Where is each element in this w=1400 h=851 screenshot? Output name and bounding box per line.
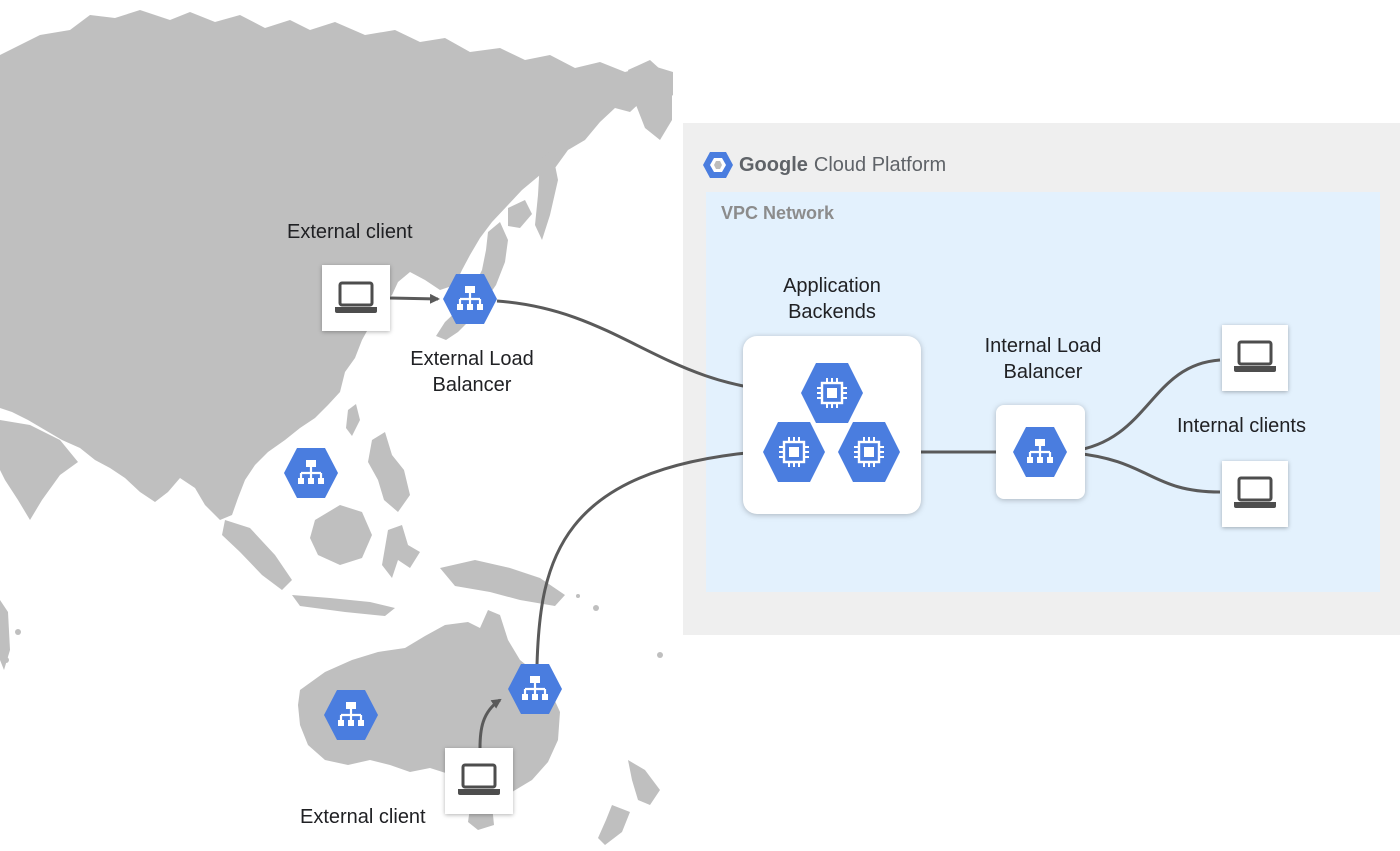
- internal-clients-label: Internal clients: [1177, 415, 1306, 437]
- load-balancer-icon[interactable]: [283, 446, 339, 500]
- internal-lb-label: Internal Load Balancer: [970, 333, 1116, 385]
- map-sakhalin: [535, 150, 558, 240]
- arrow-au-lb-to-backends: [535, 447, 758, 666]
- external-lb-label-line1: External Load: [410, 348, 534, 370]
- gcp-brand-word: Google: [739, 153, 808, 176]
- map-philippines: [368, 432, 410, 512]
- arrow-au-client-to-lb: [478, 698, 502, 749]
- backends-card: [743, 336, 921, 514]
- internal-lb-label-line1: Internal Load: [984, 335, 1102, 357]
- external-lb-label: External Load Balancer: [400, 346, 544, 398]
- app-backends-label-line2: Backends: [788, 301, 876, 323]
- external-client-bottom-label: External client: [300, 806, 426, 828]
- google-cloud-logo: [703, 152, 733, 178]
- map-hokkaido: [508, 200, 532, 228]
- app-backends-label: Application Backends: [762, 273, 902, 325]
- app-backends-label-line1: Application: [783, 275, 881, 297]
- map-new-guinea: [440, 560, 565, 606]
- map-borneo: [310, 505, 372, 565]
- external-client-top-label: External client: [287, 221, 413, 243]
- map-sumatra: [222, 520, 292, 590]
- vpc-network-label: VPC Network: [721, 203, 835, 223]
- internal-client-top[interactable]: [1222, 325, 1288, 391]
- map-sulawesi: [382, 525, 420, 578]
- map-new-zealand: [598, 760, 660, 845]
- map-taiwan: [346, 404, 360, 436]
- arrow-client-to-ext-lb: [389, 293, 440, 304]
- internal-lb-label-line2: Balancer: [1003, 361, 1083, 383]
- internal-client-bottom[interactable]: [1222, 461, 1288, 527]
- map-java: [292, 595, 395, 616]
- map-india: [0, 420, 78, 520]
- gcp-title: Google Cloud Platform: [703, 150, 946, 180]
- external-client-bottom[interactable]: [445, 748, 513, 814]
- external-client-top[interactable]: [322, 265, 390, 331]
- external-lb-label-line2: Balancer: [432, 374, 512, 396]
- line-int-lb-to-client-top: [1072, 358, 1221, 453]
- line-int-lb-to-client-bottom: [1072, 451, 1221, 494]
- map-kamchatka: [628, 60, 672, 140]
- gcp-brand-rest: Cloud Platform: [813, 153, 947, 176]
- map-japan: [436, 222, 508, 340]
